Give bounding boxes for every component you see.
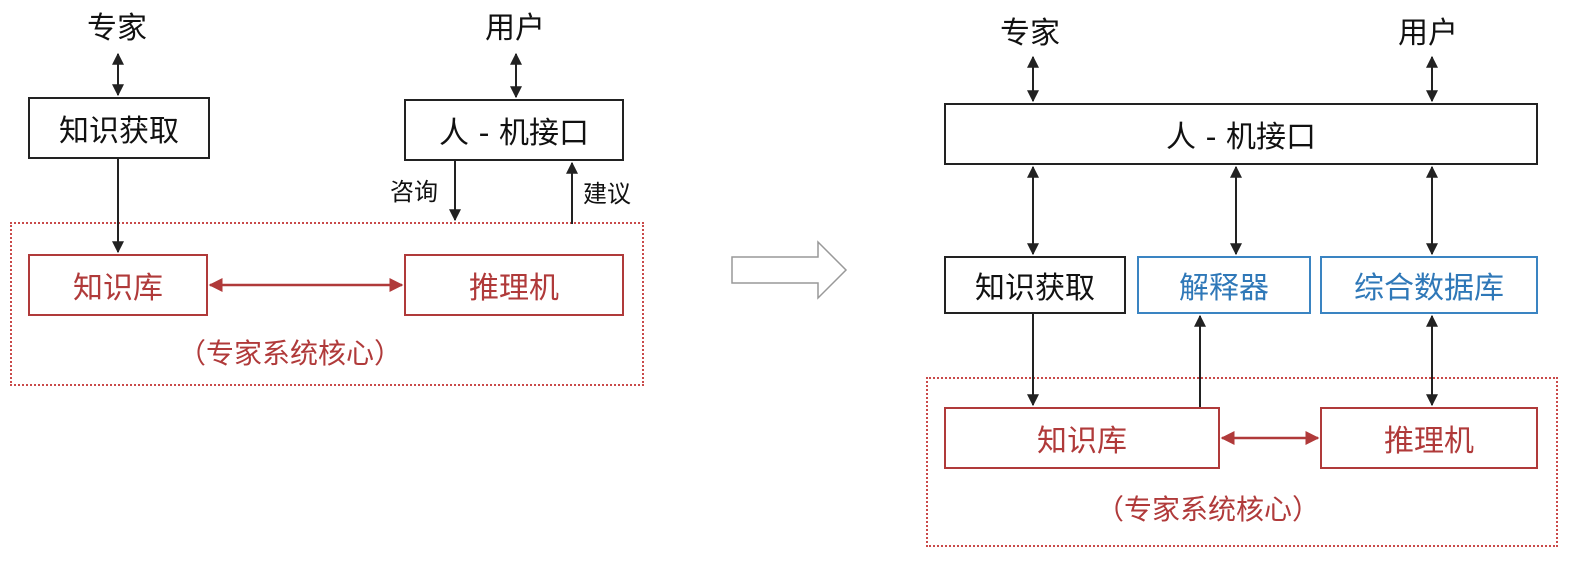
right-knowledge-base-label: 知识库 [1037,424,1127,459]
right-database-box: 综合数据库 [1320,256,1538,314]
left-knowledge-acquisition-label: 知识获取 [59,114,179,149]
left-expert-label: 专家 [87,11,147,46]
right-explainer-box: 解释器 [1137,256,1311,314]
right-inference-engine-box: 推理机 [1320,407,1538,469]
left-inference-engine-box: 推理机 [404,254,624,316]
left-core-boundary [10,222,644,386]
left-knowledge-base-box: 知识库 [28,254,208,316]
right-hmi-label: 人 - 机接口 [1166,120,1316,155]
right-expert-label: 专家 [1000,16,1060,51]
right-core-boundary [926,377,1558,547]
right-core-label: （专家系统核心） [1096,493,1321,526]
right-database-label: 综合数据库 [1354,271,1504,306]
right-knowledge-base-box: 知识库 [944,407,1220,469]
left-core-label: （专家系统核心） [178,337,403,370]
left-user-label: 用户 [485,11,545,46]
transition-arrow [731,240,848,300]
right-explainer-label: 解释器 [1179,271,1269,306]
left-suggest-label: 建议 [583,180,631,208]
right-knowledge-acquisition-box: 知识获取 [944,256,1126,314]
left-consult-label: 咨询 [390,178,438,206]
left-knowledge-acquisition-box: 知识获取 [28,97,210,159]
right-inference-engine-label: 推理机 [1384,424,1474,459]
right-hmi-box: 人 - 机接口 [944,103,1538,165]
left-knowledge-base-label: 知识库 [73,271,163,306]
right-user-label: 用户 [1398,16,1458,51]
left-hmi-label: 人 - 机接口 [439,116,589,151]
left-inference-engine-label: 推理机 [469,271,559,306]
right-knowledge-acquisition-label: 知识获取 [975,271,1095,306]
left-hmi-box: 人 - 机接口 [404,99,624,161]
